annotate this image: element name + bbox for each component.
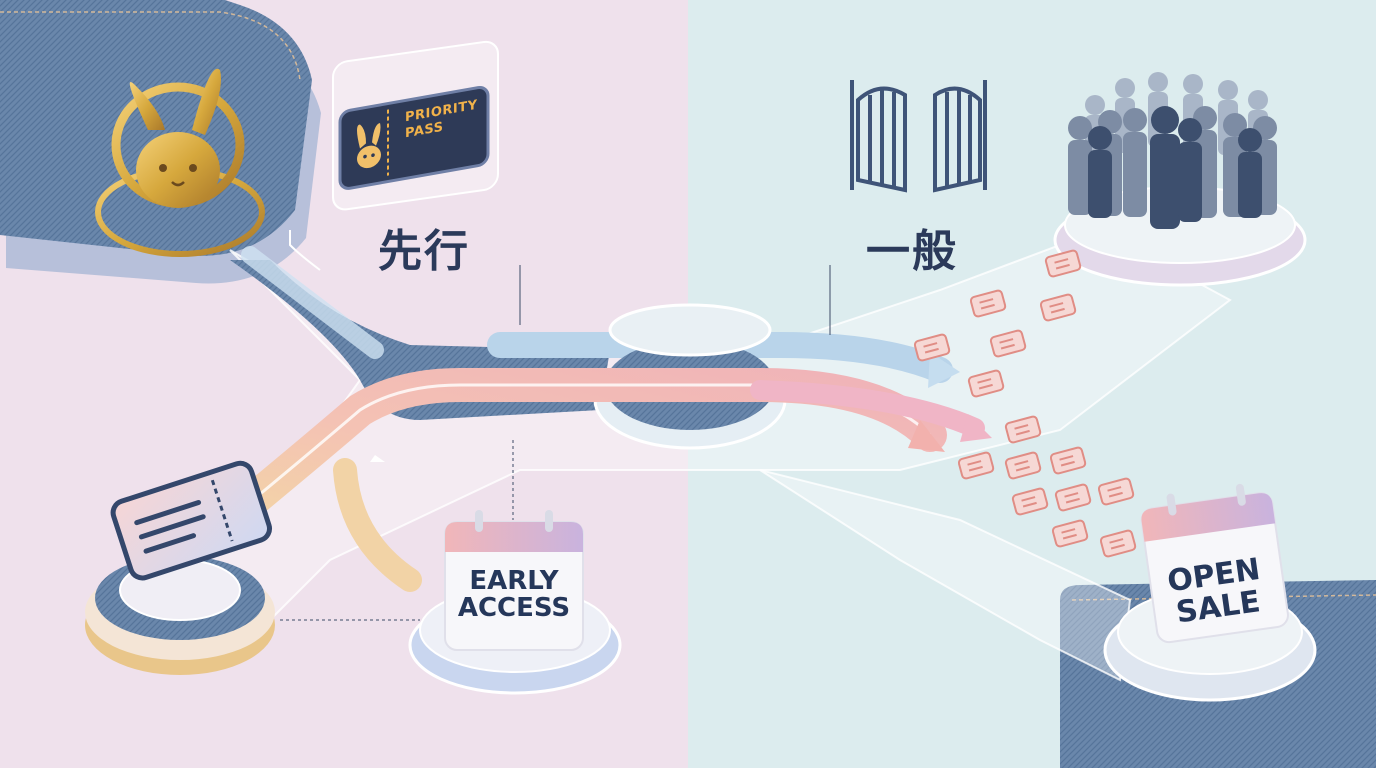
gate-icon <box>850 80 987 193</box>
rabbit-emblem-icon <box>95 68 265 257</box>
ticket-base <box>85 556 275 675</box>
early-access-text: EARLY ACCESS <box>445 566 583 624</box>
general-label: 一般 <box>866 226 958 277</box>
early-access-calendar <box>444 510 584 651</box>
crowd-icon <box>1068 72 1277 229</box>
blue-flow-arrow <box>241 246 960 388</box>
guide-lines <box>280 230 831 621</box>
ticket-stream <box>913 249 1137 558</box>
ticket-icon <box>110 460 273 581</box>
priority-label: 先行 <box>378 226 470 277</box>
early-access-line2: ACCESS <box>457 593 571 624</box>
open-sale-calendar <box>1140 483 1289 644</box>
early-access-line1: EARLY <box>469 566 559 596</box>
main-flow-path <box>163 368 992 592</box>
priority-pass-card <box>332 40 499 211</box>
